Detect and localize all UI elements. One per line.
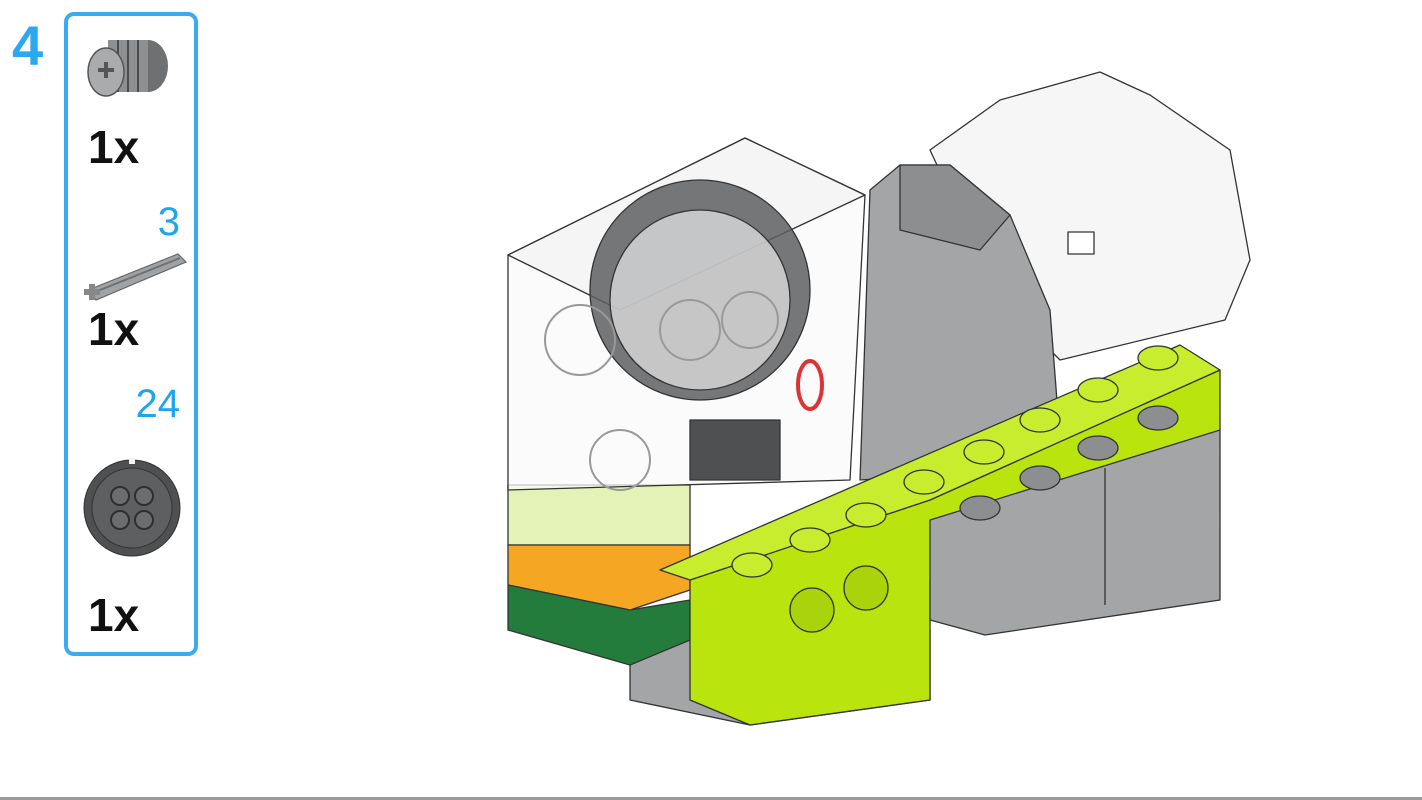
axle-quantity: 1x bbox=[88, 303, 140, 355]
bush-quantity: 1x bbox=[88, 121, 140, 173]
gear-part-icon bbox=[83, 458, 181, 557]
parts-list-panel: 1x 3 1x 24 1x bbox=[64, 12, 198, 656]
page-bottom-divider bbox=[0, 797, 1422, 800]
step-number: 4 bbox=[12, 14, 44, 77]
bush-part-icon bbox=[87, 40, 168, 97]
axle-part-icon bbox=[84, 253, 188, 301]
gear-teeth-label: 24 bbox=[135, 382, 181, 426]
gear-quantity: 1x bbox=[88, 589, 140, 641]
axle-length: 3 bbox=[157, 200, 180, 244]
